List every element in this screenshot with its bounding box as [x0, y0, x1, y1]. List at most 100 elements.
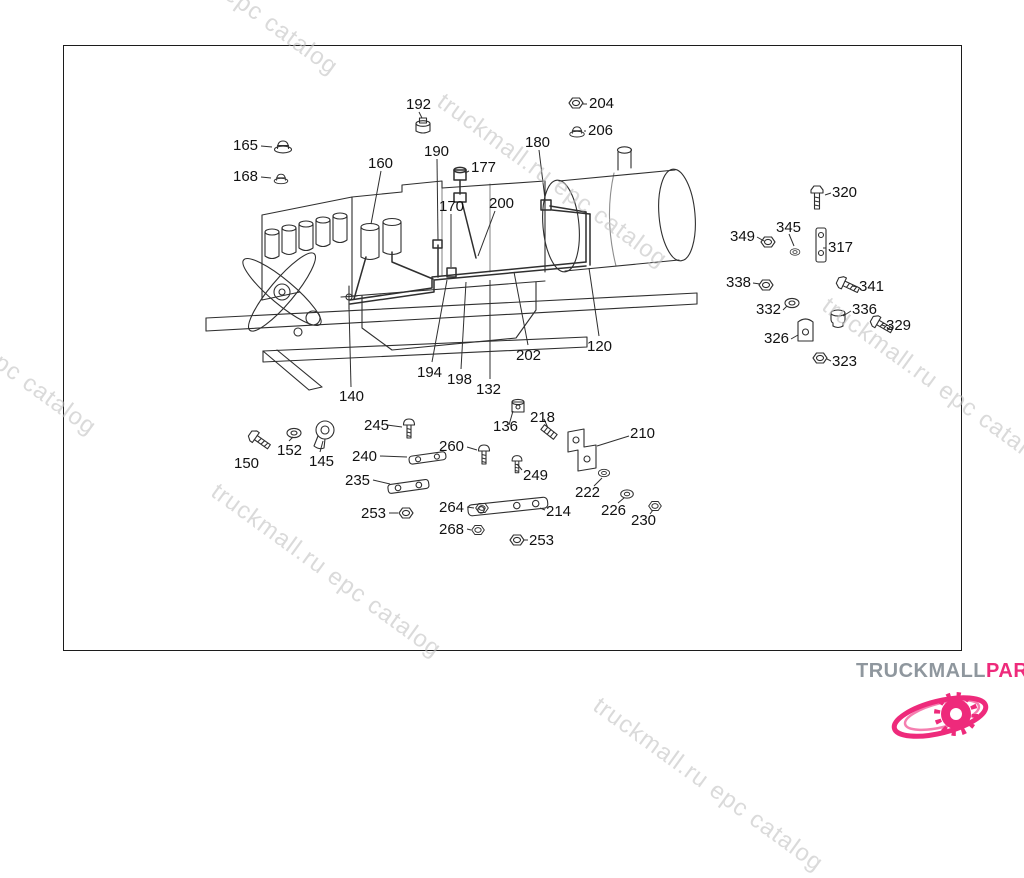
part-icon-245: [402, 418, 416, 439]
part-label-349: 349: [730, 228, 756, 245]
leader-line-230: [649, 509, 654, 515]
part-label-152: 152: [277, 442, 303, 459]
leader-line-245: [386, 424, 403, 428]
part-label-210: 210: [630, 425, 656, 442]
part-icon-338: [758, 279, 774, 291]
part-icon-152: [286, 427, 302, 439]
part-label-204: 204: [589, 95, 615, 112]
part-label-240: 240: [352, 448, 378, 465]
part-icon-240: [408, 451, 447, 465]
part-label-140: 140: [339, 388, 365, 405]
leader-line-152: [288, 436, 294, 442]
part-label-332: 332: [756, 301, 782, 318]
part-icon-210: [567, 428, 597, 472]
part-icon-345: [789, 248, 801, 256]
leader-line-349: [756, 236, 765, 242]
part-label-320: 320: [832, 184, 858, 201]
leader-line-177: [464, 170, 470, 174]
part-label-317: 317: [828, 239, 854, 256]
part-icon-336: [830, 309, 846, 329]
leader-line-198: [460, 281, 467, 370]
part-label-341: 341: [859, 278, 885, 295]
part-icon-253: [398, 507, 414, 519]
part-icon-253b: [509, 534, 525, 546]
part-icon-206: [569, 126, 585, 138]
part-label-218: 218: [530, 409, 556, 426]
hardware-parts-drawing: [246, 97, 896, 546]
part-icon-192: [415, 117, 431, 134]
part-label-329: 329: [886, 317, 912, 334]
part-label-136: 136: [493, 418, 519, 435]
fan-drawing: [242, 252, 322, 337]
part-icon-140: [340, 285, 358, 310]
brand-logo-text: TRUCKMALLPARTS: [856, 660, 1024, 683]
leader-lines-layer: [260, 103, 886, 541]
part-label-226: 226: [601, 502, 627, 519]
part-label-150: 150: [234, 455, 260, 472]
part-label-345: 345: [776, 219, 802, 236]
engine-block-drawing: [261, 146, 696, 351]
part-icon-349: [760, 236, 776, 248]
leader-line-200: [477, 210, 496, 257]
part-icon-341: [834, 274, 862, 297]
part-icon-317: [815, 227, 827, 263]
part-label-190: 190: [424, 143, 450, 160]
part-icon-235: [387, 478, 430, 494]
logo-text-truckmall: TRUCKMALL: [856, 660, 987, 682]
engine-illustration: [205, 97, 896, 546]
leader-line-336: [842, 310, 852, 317]
part-icon-320: [810, 185, 824, 210]
part-label-120: 120: [587, 338, 613, 355]
leader-line-145: [319, 440, 324, 453]
part-label-180: 180: [525, 134, 551, 151]
part-icon-268: [471, 525, 485, 535]
part-label-268: 268: [439, 521, 465, 538]
part-label-249: 249: [523, 467, 549, 484]
part-label-230: 230: [631, 512, 657, 529]
part-label-160: 160: [368, 155, 394, 172]
leader-line-226: [617, 497, 625, 504]
leader-line-249: [516, 463, 523, 471]
part-icon-214: [467, 496, 549, 517]
leader-line-268: [466, 528, 472, 531]
leader-line-222: [593, 477, 603, 487]
leader-line-329: [881, 324, 886, 327]
brand-logo: TRUCKMALLPARTS: [856, 660, 1024, 747]
leader-line-180: [538, 149, 546, 200]
part-label-253: 253: [361, 505, 387, 522]
part-label-326: 326: [764, 330, 790, 347]
part-label-222: 222: [575, 484, 601, 501]
fuel-pipes-drawing: [349, 166, 591, 305]
leader-line-190: [436, 158, 439, 241]
part-label-206: 206: [588, 122, 614, 139]
leader-line-260: [466, 446, 478, 451]
part-icon-204: [568, 97, 584, 109]
part-label-260: 260: [439, 438, 465, 455]
part-label-214: 214: [546, 503, 572, 520]
part-icon-326: [797, 318, 814, 342]
logo-text-parts: PARTS: [986, 660, 1024, 682]
part-icon-226: [620, 489, 634, 499]
part-icon-150: [246, 428, 273, 453]
part-label-235: 235: [345, 472, 371, 489]
leader-line-332: [782, 305, 788, 311]
leader-line-214: [539, 507, 546, 511]
part-icon-222: [597, 468, 611, 478]
leader-line-165: [260, 145, 273, 148]
leader-line-136: [508, 410, 514, 426]
part-icon-323: [812, 352, 828, 364]
leader-line-264: [466, 506, 475, 509]
leader-line-235: [372, 479, 391, 485]
part-label-253: 253: [529, 532, 555, 549]
leader-line-202: [513, 271, 529, 346]
part-label-168: 168: [233, 168, 259, 185]
part-label-192: 192: [406, 96, 432, 113]
part-icon-230: [648, 501, 662, 511]
leader-line-194: [431, 279, 448, 363]
part-label-323: 323: [832, 353, 858, 370]
leader-line-140: [348, 306, 352, 388]
leader-line-338: [752, 282, 761, 285]
leader-line-326: [790, 334, 799, 340]
part-label-264: 264: [439, 499, 465, 516]
part-label-165: 165: [233, 137, 259, 154]
